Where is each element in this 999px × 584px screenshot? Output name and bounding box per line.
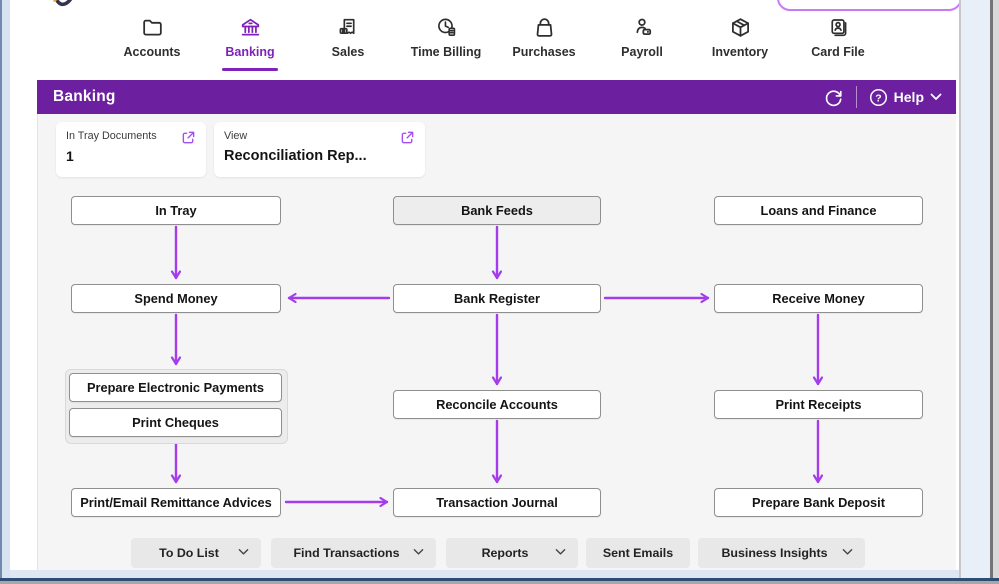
- person-badge-icon: [630, 13, 655, 41]
- window-frame-right: [961, 0, 990, 578]
- view-reconciliation-card[interactable]: View Reconciliation Rep...: [214, 122, 425, 177]
- tab-sales[interactable]: Sales: [299, 0, 397, 74]
- refresh-icon[interactable]: [823, 87, 844, 108]
- flow-box-prepare-bank-deposit[interactable]: Prepare Bank Deposit: [714, 488, 923, 517]
- receipt-icon: [336, 13, 361, 41]
- to-do-list-button[interactable]: To Do List: [131, 538, 261, 568]
- tab-card-file[interactable]: Card File: [789, 0, 887, 74]
- find-transactions-button[interactable]: Find Transactions: [271, 538, 436, 568]
- card-label: View: [224, 130, 248, 142]
- tab-label: Card File: [811, 45, 865, 59]
- tab-accounts[interactable]: Accounts: [103, 0, 201, 74]
- tab-label: Inventory: [711, 45, 769, 59]
- logo-fragment: [53, 0, 77, 10]
- flow-box-print-receipts[interactable]: Print Receipts: [714, 390, 923, 419]
- flow-box-transaction-journal[interactable]: Transaction Journal: [393, 488, 601, 517]
- tab-label: Banking: [225, 45, 275, 59]
- section-header: Banking ? Help: [37, 80, 956, 114]
- flow-box-loans-and-finance[interactable]: Loans and Finance: [714, 196, 923, 225]
- card-value: Reconciliation Rep...: [224, 148, 367, 164]
- flow-box-prepare-electronic-payments[interactable]: Prepare Electronic Payments: [69, 373, 282, 402]
- button-label: Reports: [481, 546, 529, 560]
- external-link-icon[interactable]: [181, 130, 196, 145]
- help-menu[interactable]: ? Help: [869, 88, 942, 107]
- flow-box-receive-money[interactable]: Receive Money: [714, 284, 923, 313]
- tab-time-billing[interactable]: Time Billing: [397, 0, 495, 74]
- card-label: In Tray Documents: [66, 130, 157, 142]
- clock-document-icon: [434, 13, 459, 41]
- business-insights-button[interactable]: Business Insights: [698, 538, 865, 568]
- flow-box-print-cheques[interactable]: Print Cheques: [69, 408, 282, 437]
- partial-outline-button[interactable]: [777, 0, 962, 11]
- card-value: 1: [66, 148, 74, 164]
- flow-box-print-email-remittance-advices[interactable]: Print/Email Remittance Advices: [71, 488, 281, 517]
- flow-box-spend-money[interactable]: Spend Money: [71, 284, 281, 313]
- app-content: Accounts Banking: [37, 0, 956, 570]
- chevron-down-icon: [930, 93, 942, 101]
- flow-box-bank-feeds[interactable]: Bank Feeds: [393, 196, 601, 225]
- tab-label: Accounts: [123, 45, 181, 59]
- flow-box-bank-register[interactable]: Bank Register: [393, 284, 601, 313]
- tab-purchases[interactable]: Purchases: [495, 0, 593, 74]
- banking-command-centre: In Tray Documents 1 View: [37, 114, 956, 570]
- window-frame-bottom-shadow: [0, 581, 999, 584]
- window-frame-bottom: [8, 570, 990, 578]
- flow-box-reconcile-accounts[interactable]: Reconcile Accounts: [393, 390, 601, 419]
- module-nav: Accounts Banking: [37, 0, 956, 80]
- tab-banking[interactable]: Banking: [201, 0, 299, 74]
- window-frame-bottom-border: [0, 578, 999, 581]
- active-tab-underline: [222, 68, 278, 71]
- external-link-icon[interactable]: [400, 130, 415, 145]
- cube-icon: [728, 13, 753, 41]
- window-frame-left: [0, 0, 10, 581]
- tab-label: Time Billing: [410, 45, 482, 59]
- button-label: To Do List: [159, 546, 219, 560]
- button-label: Sent Emails: [602, 546, 674, 560]
- sent-emails-button[interactable]: Sent Emails: [586, 538, 690, 568]
- chevron-down-icon: [842, 548, 853, 556]
- flow-box-in-tray[interactable]: In Tray: [71, 196, 281, 225]
- window-frame-right-line: [959, 0, 961, 578]
- window-frame-right-border: [990, 0, 993, 581]
- reports-button[interactable]: Reports: [446, 538, 578, 568]
- tab-label: Payroll: [621, 45, 663, 59]
- bank-icon: [238, 13, 263, 41]
- help-label: Help: [893, 89, 924, 105]
- header-divider: [855, 86, 857, 108]
- in-tray-documents-card[interactable]: In Tray Documents 1: [56, 122, 206, 177]
- button-label: Business Insights: [721, 546, 828, 560]
- id-card-icon: [826, 13, 851, 41]
- tab-label: Sales: [331, 45, 365, 59]
- tab-label: Purchases: [512, 45, 576, 59]
- chevron-down-icon: [413, 548, 424, 556]
- chevron-down-icon: [238, 548, 249, 556]
- window-frame-right-edge: [993, 0, 999, 584]
- svg-text:?: ?: [875, 93, 881, 104]
- tab-inventory[interactable]: Inventory: [691, 0, 789, 74]
- page-title: Banking: [53, 88, 116, 105]
- button-label: Find Transactions: [293, 546, 400, 560]
- tab-payroll[interactable]: Payroll: [593, 0, 691, 74]
- help-icon: ?: [869, 88, 888, 107]
- folder-icon: [140, 13, 165, 41]
- chevron-down-icon: [555, 548, 566, 556]
- bag-icon: [532, 13, 557, 41]
